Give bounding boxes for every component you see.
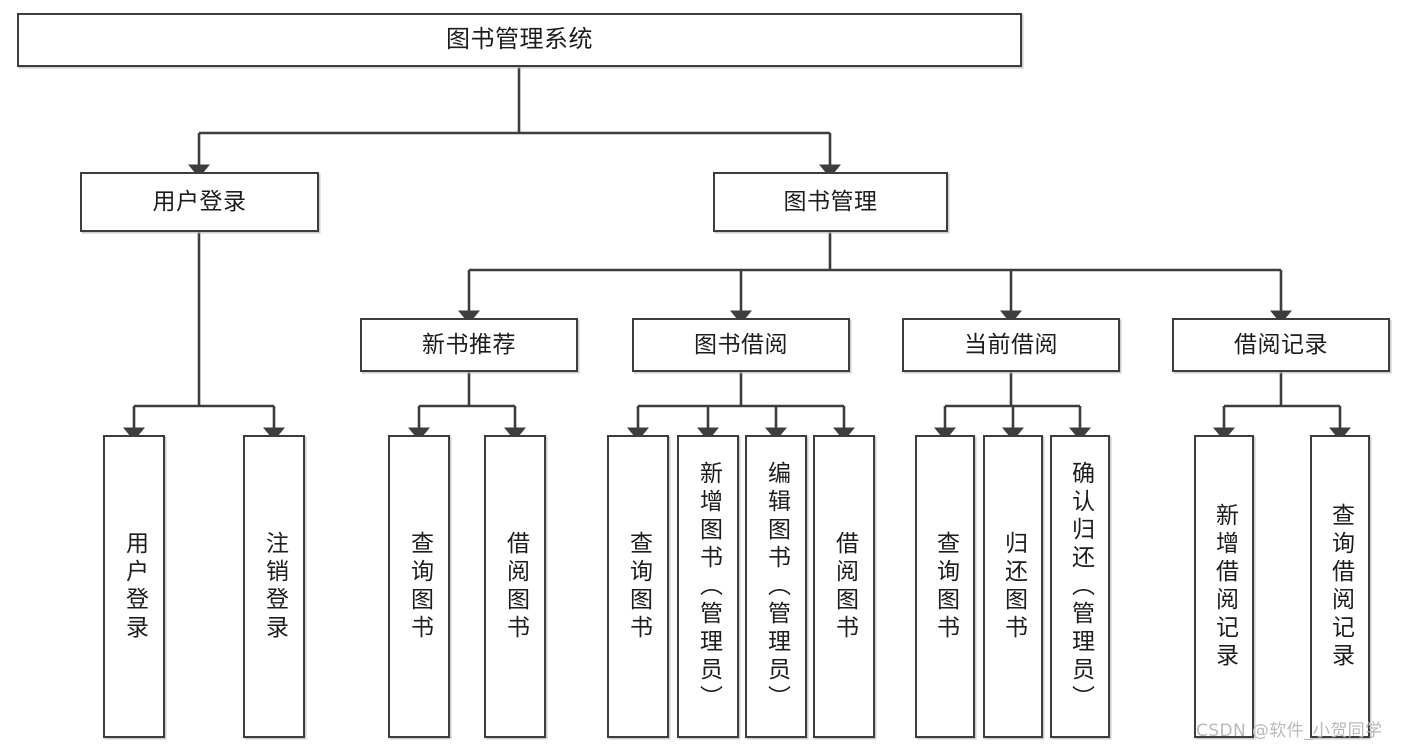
node-label: 确认归还（管理员）: [1067, 460, 1094, 713]
node-confirm-return-admin[interactable]: 确认归还（管理员）: [1050, 435, 1110, 738]
node-edit-book-admin[interactable]: 编辑图书（管理员）: [745, 435, 807, 738]
node-label: 查询图书: [932, 530, 959, 643]
node-label: 查询图书: [406, 530, 433, 643]
node-label: 图书管理系统: [446, 25, 593, 54]
node-label: 编辑图书（管理员）: [763, 460, 790, 713]
node-user-login-leaf[interactable]: 用户登录: [103, 435, 165, 738]
node-query-book-borrow[interactable]: 查询图书: [607, 435, 669, 738]
node-query-borrow-record[interactable]: 查询借阅记录: [1310, 435, 1370, 738]
node-book-management[interactable]: 图书管理: [713, 172, 948, 232]
node-user-login[interactable]: 用户登录: [80, 172, 319, 232]
node-borrow-book-rec[interactable]: 借阅图书: [484, 435, 546, 738]
node-label: 图书管理: [783, 188, 878, 215]
node-borrow-book[interactable]: 借阅图书: [813, 435, 875, 738]
node-return-book[interactable]: 归还图书: [983, 435, 1043, 738]
node-label: 借阅记录: [1234, 331, 1328, 358]
node-label: 查询借阅记录: [1327, 502, 1354, 671]
node-label: 当前借阅: [964, 331, 1058, 358]
node-label: 新书推荐: [422, 331, 516, 358]
node-borrow-record[interactable]: 借阅记录: [1172, 318, 1390, 372]
node-new-book-recommend[interactable]: 新书推荐: [360, 318, 578, 372]
node-label: 归还图书: [1000, 530, 1027, 643]
node-label: 新增图书（管理员）: [695, 460, 722, 713]
node-logout-leaf[interactable]: 注销登录: [243, 435, 305, 738]
node-label: 用户登录: [152, 188, 247, 215]
node-add-book-admin[interactable]: 新增图书（管理员）: [677, 435, 739, 738]
node-query-book-current[interactable]: 查询图书: [915, 435, 975, 738]
node-current-borrow[interactable]: 当前借阅: [902, 318, 1120, 372]
node-label: 新增借阅记录: [1211, 502, 1238, 671]
node-label: 查询图书: [625, 530, 652, 643]
edge-group: [122, 67, 1352, 441]
node-root[interactable]: 图书管理系统: [17, 13, 1022, 67]
node-label: 注销登录: [261, 530, 288, 643]
node-add-borrow-record[interactable]: 新增借阅记录: [1194, 435, 1254, 738]
node-query-book-rec[interactable]: 查询图书: [388, 435, 450, 738]
node-label: 图书借阅: [694, 331, 788, 358]
node-label: 用户登录: [121, 530, 148, 643]
node-label: 借阅图书: [831, 530, 858, 643]
node-label: 借阅图书: [502, 530, 529, 643]
node-book-borrow[interactable]: 图书借阅: [632, 318, 850, 372]
